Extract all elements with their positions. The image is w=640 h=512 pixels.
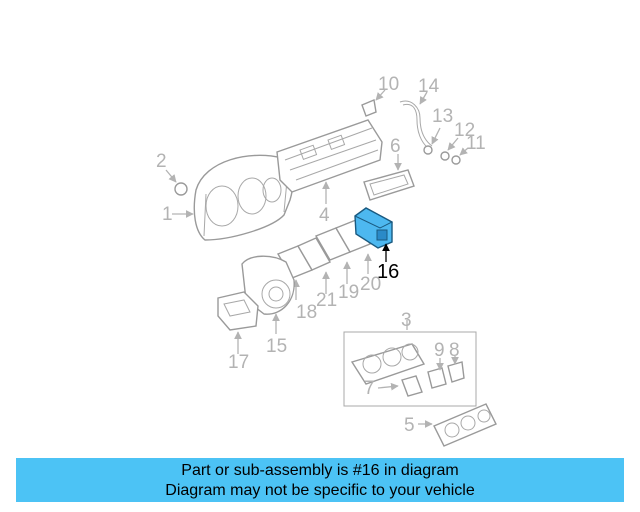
callout-11: 11 <box>466 133 486 154</box>
callout-12: 12 <box>454 120 475 141</box>
lens-part <box>363 154 415 201</box>
cluster-housing-part <box>276 119 383 204</box>
wire-harness-part <box>399 91 433 149</box>
part-info-banner: Part or sub-assembly is #16 in diagram D… <box>16 458 624 502</box>
faceplate-part <box>418 403 497 447</box>
callout-10: 10 <box>378 74 399 95</box>
banner-line-part-number: Part or sub-assembly is #16 in diagram <box>181 462 459 479</box>
callout-1: 1 <box>162 204 173 225</box>
callout-9: 9 <box>434 340 445 361</box>
callout-19: 19 <box>338 282 359 303</box>
callout-7: 7 <box>364 378 375 399</box>
callout-13: 13 <box>432 106 453 127</box>
highlighted-switch-part-16 <box>354 207 394 262</box>
callout-14: 14 <box>418 76 440 97</box>
callout-16: 16 <box>377 261 399 283</box>
screw-part <box>361 89 386 117</box>
instrument-cluster-part <box>172 154 294 241</box>
callout-8: 8 <box>449 340 460 361</box>
callout-4: 4 <box>319 205 330 226</box>
clip-parts <box>423 127 469 165</box>
callout-20: 20 <box>360 274 381 295</box>
callout-18: 18 <box>296 302 317 323</box>
callout-15: 15 <box>266 336 287 357</box>
headlamp-switch-part <box>241 255 295 334</box>
callout-5: 5 <box>404 415 415 436</box>
callout-6: 6 <box>390 136 401 157</box>
callout-21: 21 <box>316 290 337 311</box>
small-switch-part <box>217 291 259 354</box>
callout-17: 17 <box>228 352 249 373</box>
climate-control-panel-part <box>343 320 477 407</box>
exploded-parts-diagram: 1 2 3 4 5 6 7 8 9 10 11 12 13 14 15 16 1… <box>156 74 497 447</box>
bulb-part <box>165 169 188 196</box>
switch-blanks-parts <box>276 219 372 300</box>
callout-2: 2 <box>156 151 167 172</box>
banner-line-disclaimer: Diagram may not be specific to your vehi… <box>165 482 475 499</box>
callout-3: 3 <box>401 310 412 331</box>
